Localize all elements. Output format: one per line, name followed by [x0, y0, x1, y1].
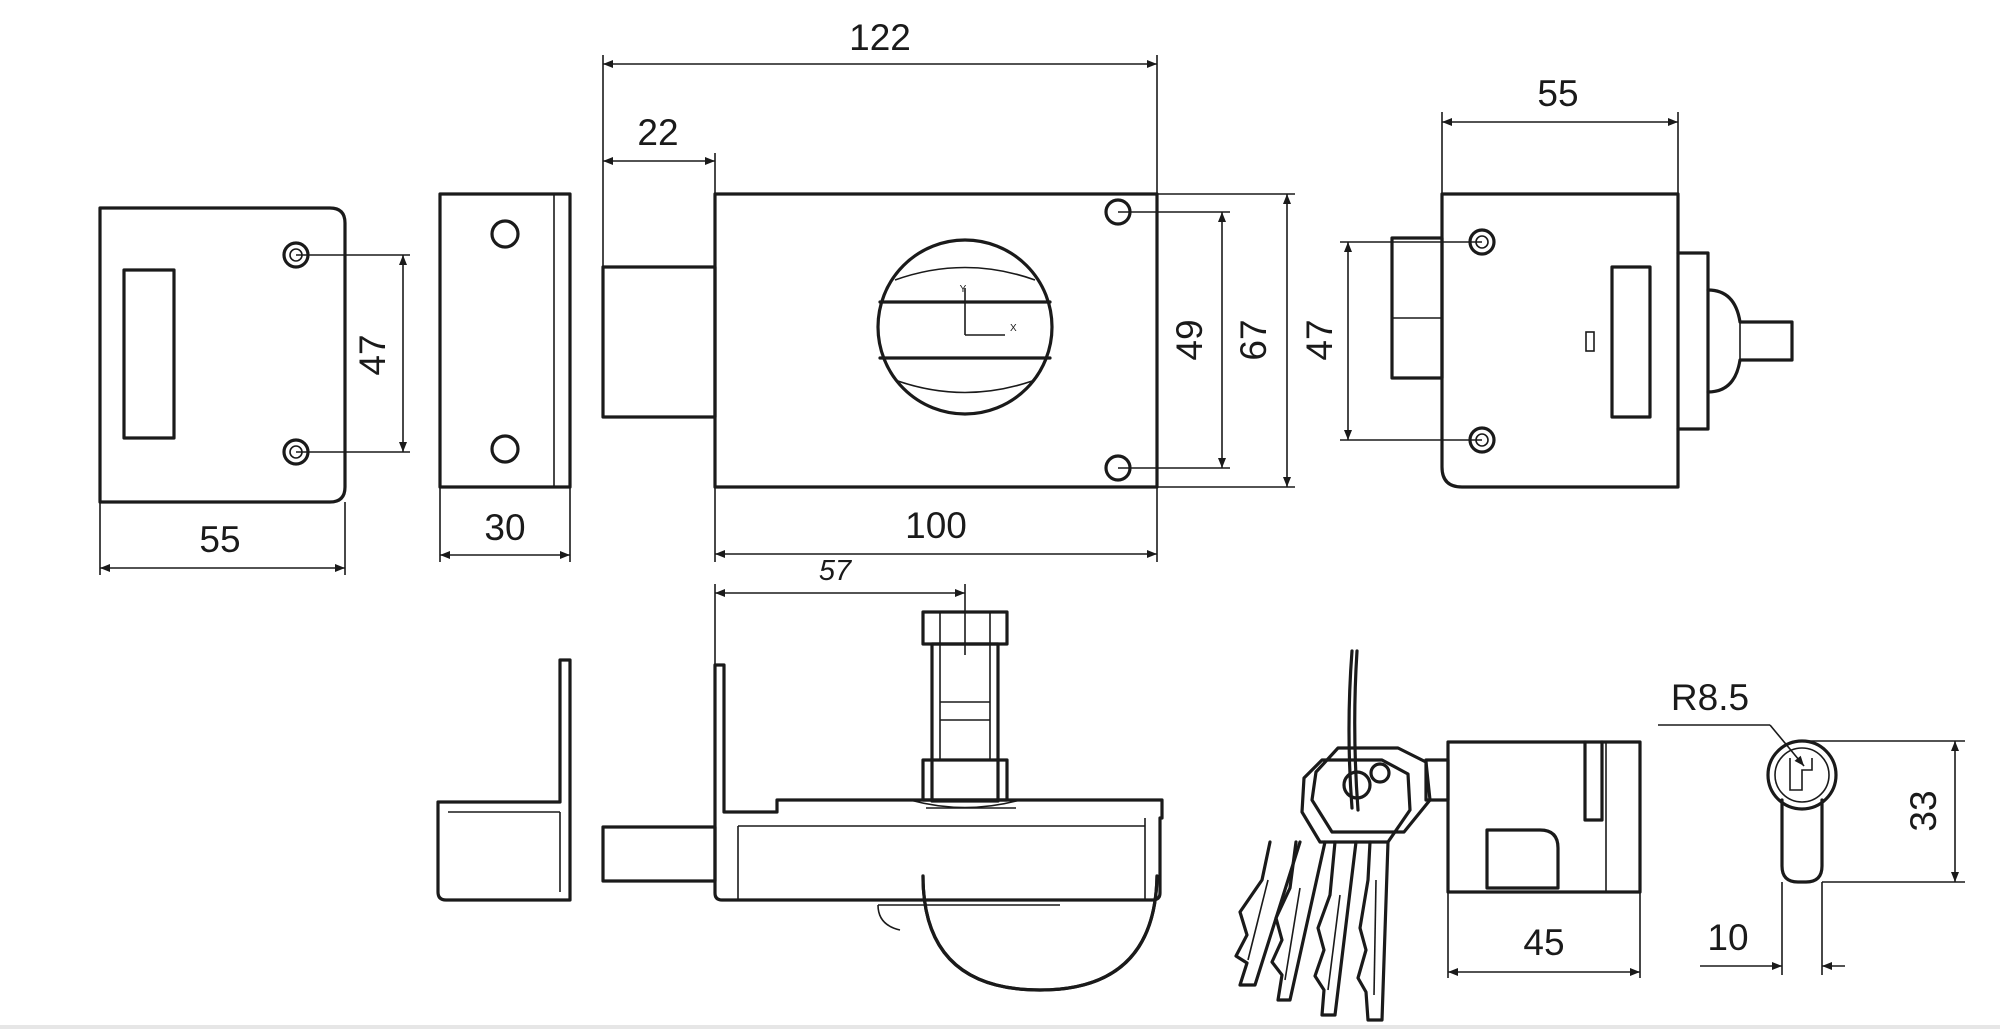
back-plate-rear-view: 47 55 — [1299, 73, 1794, 489]
cylinder-slot — [1583, 740, 1604, 822]
axis-y-glyph: Y — [960, 284, 967, 295]
overall-length-label: 122 — [849, 17, 911, 58]
cylinder-height-label: 33 — [1903, 790, 1944, 831]
strike-side-hole-top — [490, 219, 520, 249]
strike-depth-label: 30 — [484, 507, 525, 548]
bolt-outline — [601, 265, 717, 419]
body-length-label: 100 — [905, 505, 967, 546]
cylinder-radius-label: R8.5 — [1671, 677, 1749, 718]
key-blade-4 — [1356, 840, 1390, 1022]
cylinder-radius-leader — [1769, 724, 1805, 767]
key-head-back — [1310, 746, 1432, 834]
strike-top-view — [436, 658, 572, 902]
cylinder-shank — [930, 642, 1000, 803]
lock-body-outline — [713, 192, 1159, 489]
back-plate-left-block — [1390, 236, 1444, 380]
cylinder-collar — [921, 758, 1009, 802]
bolt-top-outline — [601, 825, 717, 883]
strike-plate-width-label: 55 — [199, 519, 240, 560]
back-plate-small-slot — [1585, 331, 1595, 352]
footer-rule — [0, 1025, 2000, 1029]
cylinder-profile: R8.5 33 10 — [1658, 677, 1965, 975]
back-plate-width-label: 55 — [1537, 73, 1578, 114]
key-blade-2 — [1270, 840, 1327, 1002]
strike-plate-outline — [98, 206, 347, 504]
bolt-projection-label: 22 — [637, 112, 678, 153]
back-plate-stem — [1706, 288, 1794, 394]
back-plate-slot — [1610, 265, 1652, 419]
strike-plate-front-view: 47 55 — [98, 206, 410, 575]
strike-side-hole-bottom — [490, 434, 520, 464]
keys-and-cylinder: 45 — [1234, 649, 1642, 1022]
body-hole-spacing-label: 49 — [1169, 319, 1210, 360]
key-blade-1 — [1234, 840, 1302, 987]
axis-x-glyph: X — [1010, 323, 1017, 334]
cylinder-cam-view — [1485, 828, 1560, 890]
lock-body-top-outline — [713, 663, 1164, 902]
cylinder-body — [1446, 740, 1642, 894]
key-ring-wire — [1353, 649, 1360, 812]
cylinder-knob: Y X — [876, 238, 1054, 416]
strike-plate-slot — [122, 268, 176, 440]
key-blade-3 — [1313, 840, 1358, 1017]
lock-body-top-view: 57 — [601, 555, 1164, 992]
key-ring-hole — [1342, 770, 1372, 800]
cylinder-length-label: 45 — [1523, 922, 1564, 963]
body-height-label: 67 — [1233, 319, 1274, 360]
cylinder-profile-stem — [1780, 798, 1824, 884]
strike-plate-hole-spacing-label: 47 — [352, 334, 393, 375]
strike-top-outline — [436, 658, 572, 902]
cylinder-cam-width-label: 10 — [1707, 917, 1748, 958]
lock-body-front-view: Y X 122 22 100 49 67 — [601, 17, 1295, 562]
back-plate-flange — [1676, 251, 1710, 431]
strike-side-outline — [438, 192, 572, 489]
cylinder-offset-label: 57 — [819, 555, 853, 587]
back-plate-outline — [1440, 192, 1680, 489]
knob-circle — [876, 238, 1054, 416]
back-plate-hole-spacing-label: 47 — [1299, 319, 1340, 360]
strike-side-view: 30 — [438, 192, 572, 562]
thumb-turn-knob — [921, 874, 1159, 992]
